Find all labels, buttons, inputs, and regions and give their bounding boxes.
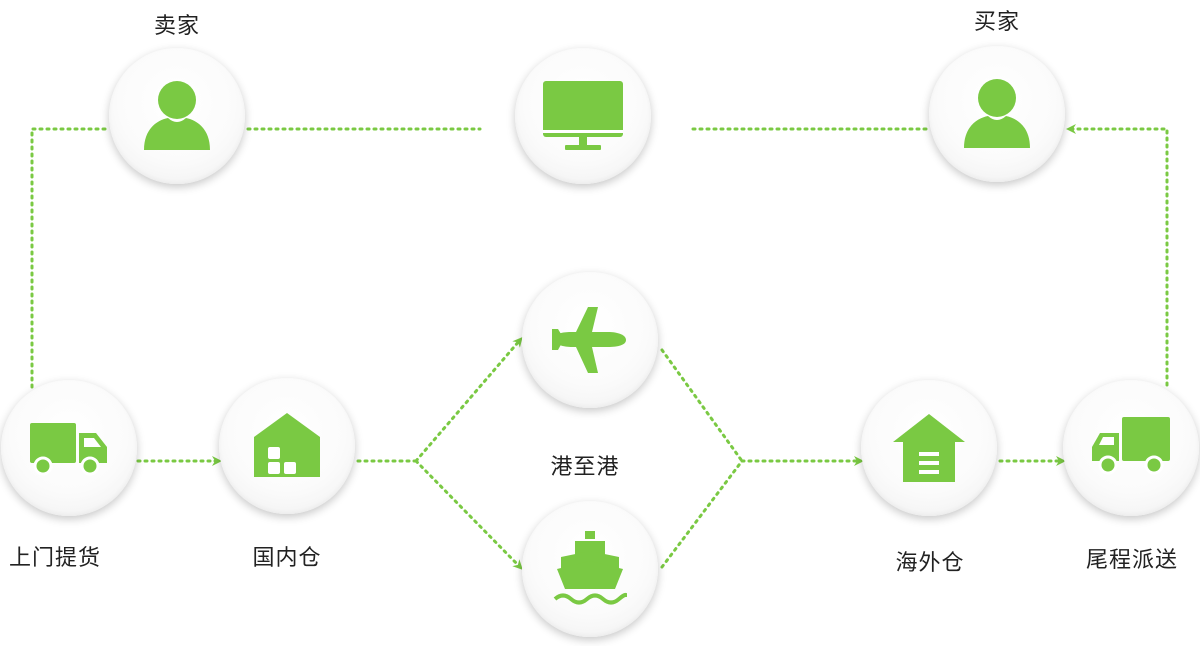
domestic-warehouse-node bbox=[219, 378, 355, 514]
user-icon bbox=[142, 80, 212, 152]
domestic-warehouse-label: 国内仓 bbox=[252, 546, 322, 571]
overseas-warehouse-node bbox=[861, 380, 997, 516]
connector-seller-left bbox=[30, 127, 107, 392]
ship-icon bbox=[553, 531, 627, 607]
connector-to-sea bbox=[414, 459, 523, 570]
airplane-icon bbox=[552, 307, 628, 373]
sea-freight-node bbox=[522, 501, 658, 637]
overseas-warehouse-label: 海外仓 bbox=[895, 551, 965, 576]
port-to-port-label: 港至港 bbox=[550, 455, 620, 480]
truck-icon bbox=[1092, 417, 1170, 479]
connector-air-merge bbox=[660, 348, 744, 463]
connector-sea-merge bbox=[660, 459, 744, 569]
user-icon bbox=[962, 78, 1032, 150]
warehouse-icon bbox=[254, 413, 320, 479]
last-mile-node bbox=[1063, 380, 1199, 516]
connector-lastmile-buyer bbox=[1066, 124, 1169, 387]
truck-icon bbox=[30, 419, 108, 477]
monitor-icon bbox=[542, 80, 624, 152]
platform-node bbox=[515, 48, 651, 184]
buyer-node bbox=[929, 46, 1065, 182]
buyer-label: 买家 bbox=[973, 10, 1021, 35]
last-mile-label: 尾程派送 bbox=[1085, 548, 1179, 573]
connector-to-air bbox=[414, 336, 523, 463]
pickup-label: 上门提货 bbox=[8, 546, 102, 571]
seller-node bbox=[109, 48, 245, 184]
pickup-node bbox=[1, 380, 137, 516]
warehouse-icon bbox=[893, 414, 965, 482]
air-freight-node bbox=[522, 272, 658, 408]
seller-label: 卖家 bbox=[153, 14, 201, 39]
